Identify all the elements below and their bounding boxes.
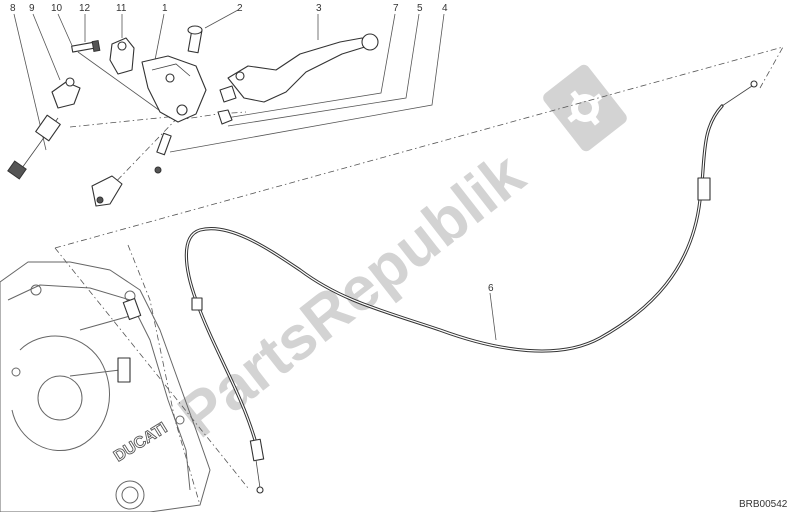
- callout-3: 3: [316, 3, 322, 14]
- part-2-pivot-bolt: [187, 25, 203, 54]
- callout-1: 1: [162, 3, 168, 14]
- callout-7: 7: [393, 3, 399, 14]
- part-7-bushing: [219, 85, 237, 103]
- part-4-pin: [154, 132, 172, 174]
- watermark-text: PartsRepublik: [166, 140, 537, 451]
- callout-11: 11: [116, 3, 127, 14]
- part-6-clutch-cable: [184, 80, 758, 494]
- callout-2: 2: [237, 3, 243, 14]
- callout-12: 12: [79, 3, 91, 14]
- lever-assembly-frame: [169, 13, 445, 153]
- part-9-microswitch: [51, 77, 81, 109]
- drawing-code: BRB00542: [739, 499, 788, 510]
- gear-logo-icon: [543, 64, 627, 152]
- callout-labels: 8 9 10 12 11 1 2 3 7 5 4 6: [10, 3, 494, 294]
- callout-10: 10: [51, 3, 63, 14]
- svg-text:DUCATI: DUCATI: [111, 420, 170, 466]
- part-10-adjuster: [91, 175, 123, 207]
- callout-leaders: [13, 9, 497, 341]
- callout-9: 9: [29, 3, 35, 14]
- callout-8: 8: [10, 3, 16, 14]
- part-8-clutch-switch: [7, 114, 61, 180]
- part-3-clutch-lever: [227, 33, 379, 103]
- callout-6: 6: [488, 283, 494, 294]
- engine-logo: DUCATI: [111, 419, 171, 466]
- part-1-lever-body: [141, 55, 207, 123]
- part-12-screw: [71, 39, 101, 53]
- part-11-clamp: [109, 37, 135, 75]
- part-5-nut: [217, 109, 233, 125]
- callout-5: 5: [417, 3, 423, 14]
- callout-4: 4: [442, 3, 448, 14]
